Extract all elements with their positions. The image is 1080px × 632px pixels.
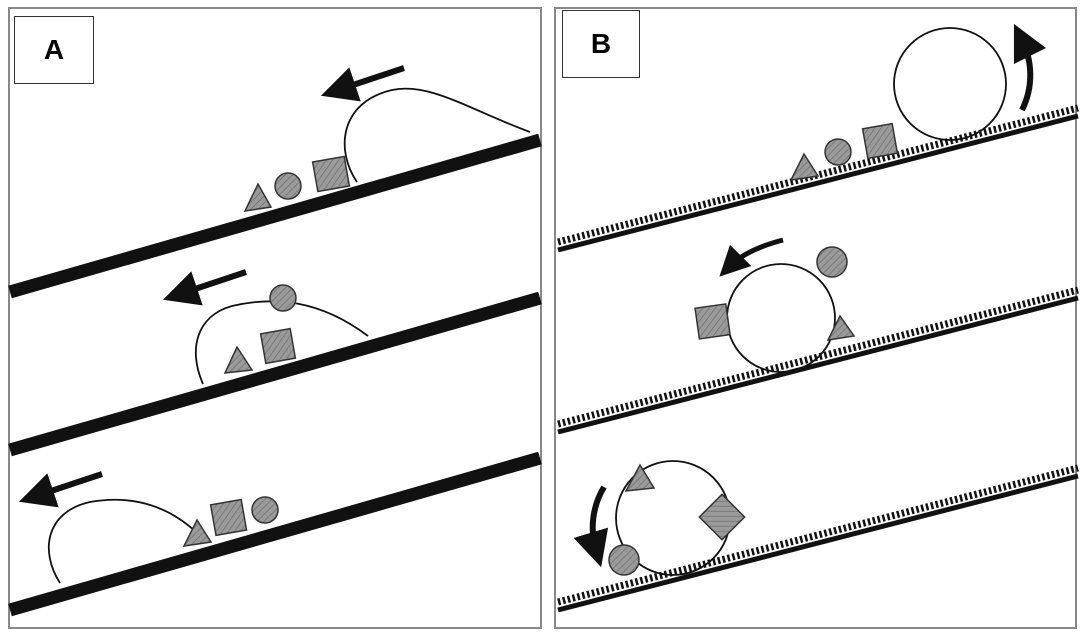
arrow-icon xyxy=(18,471,103,508)
circle-icon xyxy=(608,544,640,576)
ramp-a3 xyxy=(8,451,542,617)
triangle-icon xyxy=(826,314,856,341)
triangle-icon xyxy=(182,518,213,547)
arrow-icon xyxy=(320,65,405,102)
toothed-ramp-b3 xyxy=(557,464,1079,613)
membrane-loop-a2 xyxy=(195,300,369,385)
ramp-a1 xyxy=(8,133,542,299)
square-icon xyxy=(259,327,297,365)
arrow-icon xyxy=(162,269,247,306)
circle-icon xyxy=(274,172,302,200)
membrane-circle-b1 xyxy=(893,27,1007,141)
panel-label-a: A xyxy=(14,16,94,84)
triangle-icon xyxy=(789,152,820,181)
ramp-a2 xyxy=(8,291,542,457)
panel-a xyxy=(8,65,542,617)
circle-icon xyxy=(816,246,848,278)
square-icon xyxy=(694,303,731,340)
square-icon xyxy=(311,155,351,193)
triangle-icon xyxy=(243,182,273,212)
circle-icon xyxy=(269,284,297,312)
toothed-ramp-b1 xyxy=(557,104,1079,253)
panel-b xyxy=(557,23,1079,613)
arrow-icon xyxy=(573,485,609,568)
circle-icon xyxy=(251,496,279,524)
membrane-loop-a1 xyxy=(343,87,531,183)
square-icon xyxy=(209,498,248,537)
square-icon xyxy=(861,122,899,160)
square-icon xyxy=(698,493,746,541)
circle-icon xyxy=(824,138,852,166)
panel-label-b: B xyxy=(562,10,640,78)
panel-b-frame xyxy=(554,7,1077,629)
toothed-ramp-b2 xyxy=(557,286,1079,435)
triangle-icon xyxy=(223,345,254,374)
triangle-icon xyxy=(624,463,656,492)
membrane-loop-a3 xyxy=(47,498,197,584)
arrow-icon xyxy=(1013,23,1047,112)
arrow-icon xyxy=(719,237,784,277)
